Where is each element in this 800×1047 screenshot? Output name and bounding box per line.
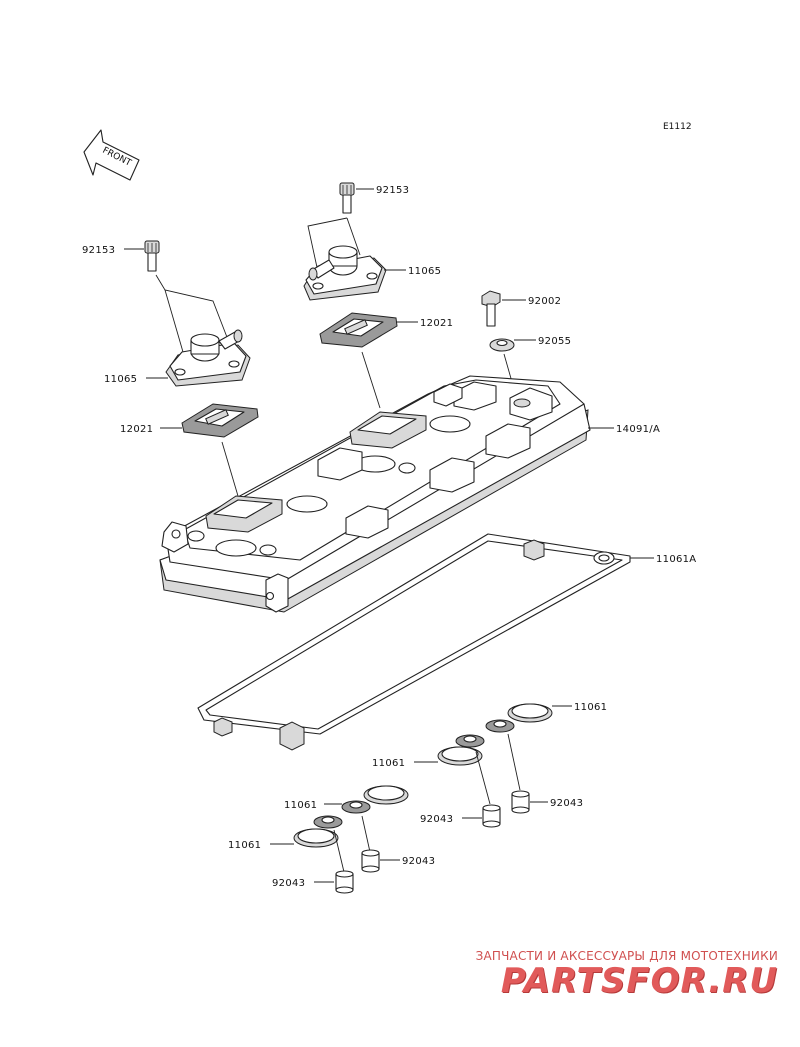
collar-3-icon[interactable] xyxy=(361,849,380,873)
watermark: ЗАПЧАСТИ И АКСЕССУАРЫ ДЛЯ МОТОТЕХНИКИ PA… xyxy=(476,949,778,999)
cap-center-icon[interactable] xyxy=(303,245,387,301)
label-collar-4[interactable]: 92043 xyxy=(272,878,305,889)
collar-1-icon[interactable] xyxy=(511,790,530,814)
label-bolt-center[interactable]: 92153 xyxy=(376,185,409,196)
label-gasket-left[interactable]: 12021 xyxy=(120,424,153,435)
label-bolt-left[interactable]: 92153 xyxy=(82,245,115,256)
bolt-center-icon[interactable] xyxy=(339,182,355,214)
gasket-center-icon[interactable] xyxy=(319,312,398,348)
label-seal-2[interactable]: 11061 xyxy=(372,758,405,769)
collar-2-icon[interactable] xyxy=(482,804,501,828)
label-cover[interactable]: 14091/A xyxy=(616,424,660,435)
label-cap-center[interactable]: 11065 xyxy=(408,266,441,277)
seal-2-icon[interactable] xyxy=(437,734,485,766)
cylinder-head-cover-icon[interactable] xyxy=(159,375,591,613)
cap-left-icon[interactable] xyxy=(165,329,251,387)
seal-1-icon[interactable] xyxy=(485,703,553,733)
seal-3-icon[interactable] xyxy=(341,785,409,814)
label-gasket-center[interactable]: 12021 xyxy=(420,318,453,329)
label-seal-1[interactable]: 11061 xyxy=(574,702,607,713)
front-arrow-icon: FRONT xyxy=(83,129,140,181)
label-cover-gasket[interactable]: 11061A xyxy=(656,554,696,565)
label-collar-3[interactable]: 92043 xyxy=(402,856,435,867)
washer-right-icon[interactable] xyxy=(489,338,515,352)
gasket-left-icon[interactable] xyxy=(181,403,259,438)
label-collar-2[interactable]: 92043 xyxy=(420,814,453,825)
collar-4-icon[interactable] xyxy=(335,870,354,894)
watermark-logo: PARTSFOR.RU xyxy=(500,961,778,1001)
label-seal-4[interactable]: 11061 xyxy=(228,840,261,851)
label-bolt-right[interactable]: 92002 xyxy=(528,296,561,307)
label-seal-3[interactable]: 11061 xyxy=(284,800,317,811)
seal-4-icon[interactable] xyxy=(293,815,343,848)
label-washer-right[interactable]: 92055 xyxy=(538,336,571,347)
label-cap-left[interactable]: 11065 xyxy=(104,374,137,385)
bolt-right-icon[interactable] xyxy=(481,290,501,327)
cover-gasket-icon[interactable] xyxy=(197,533,631,751)
label-collar-1[interactable]: 92043 xyxy=(550,798,583,809)
bolt-left-icon[interactable] xyxy=(144,240,160,272)
diagram-code: E1112 xyxy=(663,122,692,132)
watermark-subtitle: ЗАПЧАСТИ И АКСЕССУАРЫ ДЛЯ МОТОТЕХНИКИ xyxy=(475,949,778,963)
